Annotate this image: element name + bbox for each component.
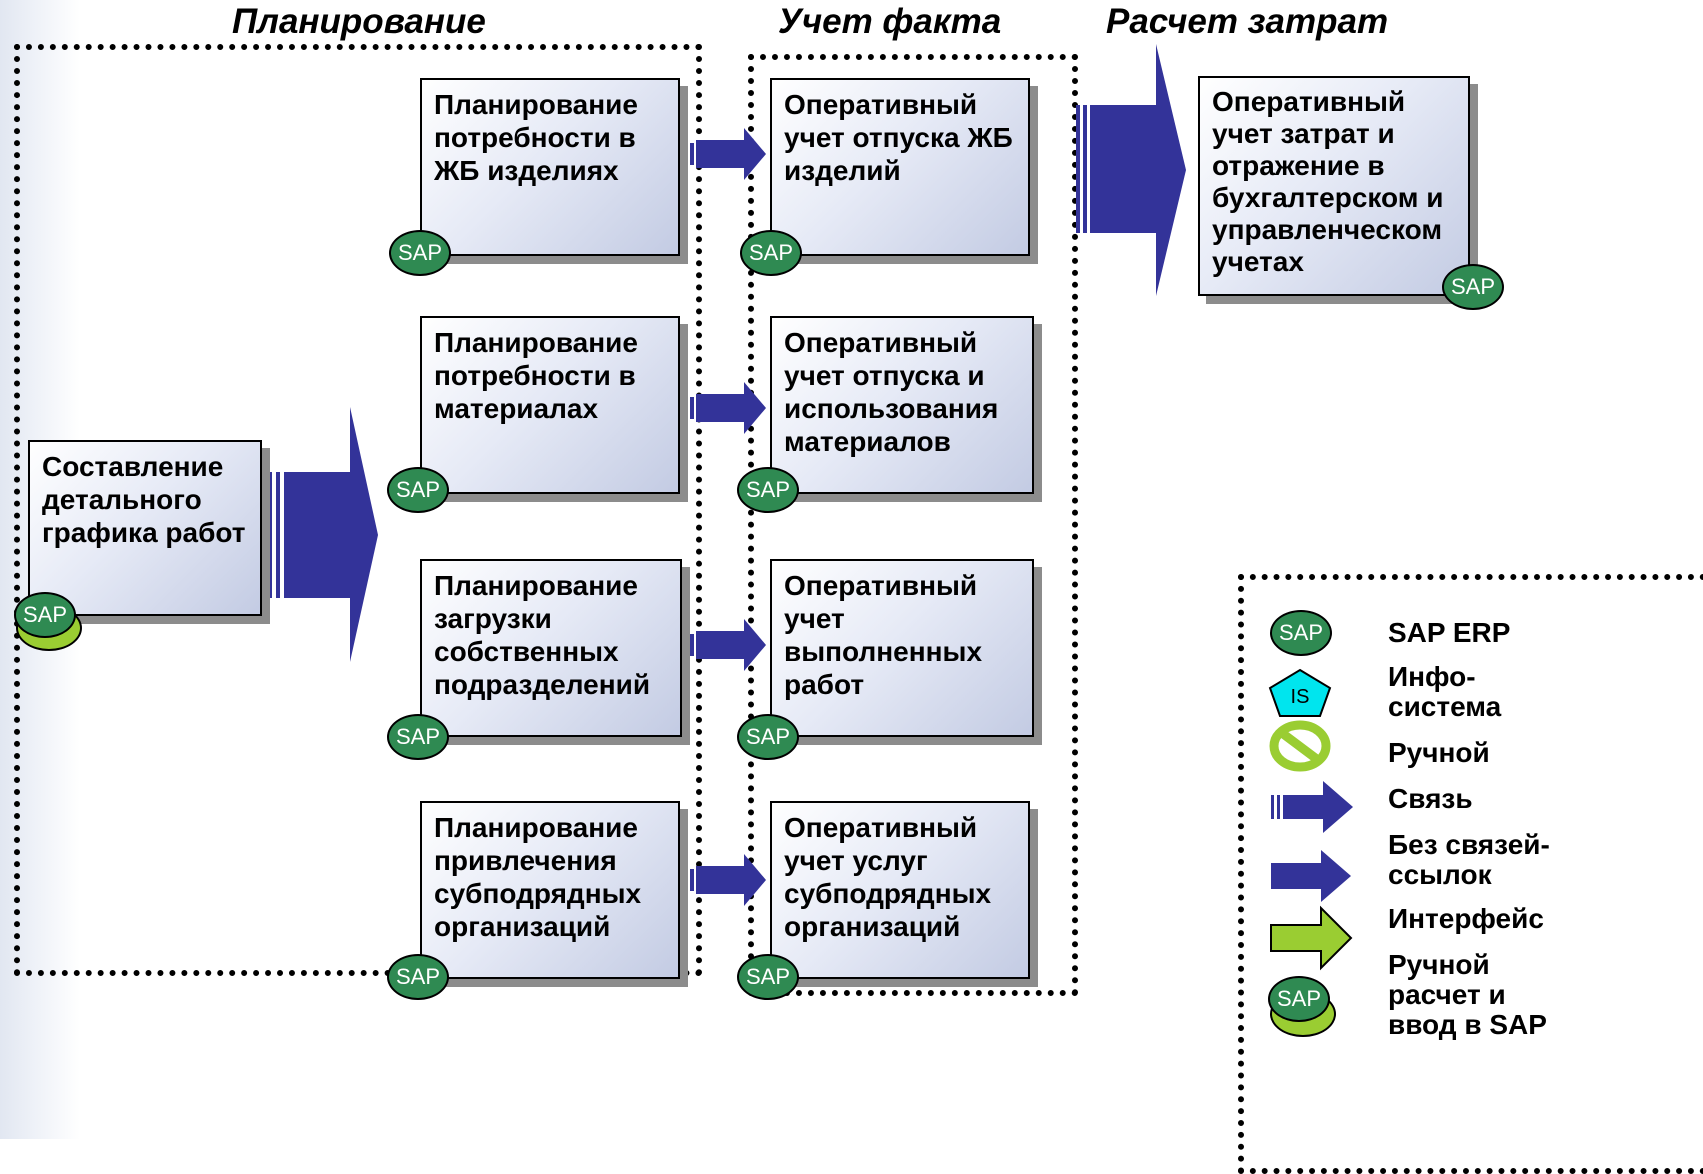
- planning-box-1-sap-badge: SAP: [389, 230, 451, 276]
- legend-label-manual: Ручной: [1388, 737, 1490, 768]
- cost-box[interactable]: Оперативный учет затрат и отражение в бу…: [1198, 76, 1470, 296]
- source-sap-badge: SAP: [14, 592, 76, 638]
- sap-ellipse-icon: SAP: [1270, 610, 1332, 656]
- actual-box-1-label: Оперативный учет отпуска ЖБ изделий: [784, 89, 1013, 186]
- actual-box-2-label: Оперативный учет отпуска и использования…: [784, 327, 999, 457]
- planning-box-3-label: Планирование загрузки собственных подраз…: [434, 570, 651, 700]
- planning-group-frame: [14, 44, 702, 976]
- pentagon-icon: IS: [1268, 668, 1332, 717]
- striped-arrow-icon: [1271, 781, 1353, 833]
- header-planning: Планирование: [232, 2, 486, 41]
- solid-arrow-icon: [1271, 850, 1351, 902]
- actual-box-1[interactable]: Оперативный учет отпуска ЖБ изделий: [770, 78, 1030, 256]
- big-link-arrow-cost: [1076, 44, 1186, 296]
- legend-label-info-system: Инфо- система: [1388, 661, 1502, 722]
- link-arrow-row-4: [684, 854, 766, 906]
- actual-group-frame: [748, 54, 1078, 996]
- pentagon-icon-text: IS: [1291, 686, 1310, 708]
- legend-label-manual-sap: Ручной расчет и ввод в SAP: [1388, 949, 1547, 1040]
- stacked-sap-icon: SAP: [1268, 976, 1330, 1022]
- header-actual: Учет факта: [778, 2, 1002, 41]
- prohibited-icon: [1269, 720, 1331, 772]
- actual-box-3-sap-badge: SAP: [737, 714, 799, 760]
- actual-box-4[interactable]: Оперативный учет услуг субподрядных орга…: [770, 801, 1030, 979]
- link-arrow-row-2: [684, 382, 766, 434]
- planning-box-3[interactable]: Планирование загрузки собственных подраз…: [420, 559, 682, 737]
- planning-box-4-label: Планирование привлечения субподрядных ор…: [434, 812, 642, 942]
- arrows-layer: IS: [268, 44, 1353, 971]
- legend-label-interface: Интерфейс: [1388, 903, 1544, 934]
- link-arrow-row-1: [684, 128, 766, 180]
- planning-box-2-label: Планирование потребности в материалах: [434, 327, 638, 424]
- actual-box-4-label: Оперативный учет услуг субподрядных орга…: [784, 812, 992, 942]
- green-arrow-icon: [1270, 905, 1353, 971]
- actual-box-3[interactable]: Оперативный учет выполненных работ: [770, 559, 1034, 737]
- header-cost: Расчет затрат: [1106, 2, 1389, 41]
- planning-box-1[interactable]: Планирование потребности в ЖБ изделиях: [420, 78, 680, 256]
- actual-box-3-label: Оперативный учет выполненных работ: [784, 570, 983, 700]
- legend-label-sap-erp: SAP ERP: [1388, 617, 1511, 648]
- source-box-label: Составление детального графика работ: [42, 451, 246, 548]
- planning-box-2-sap-badge: SAP: [387, 467, 449, 513]
- actual-box-4-sap-badge: SAP: [737, 954, 799, 1000]
- actual-box-2[interactable]: Оперативный учет отпуска и использования…: [770, 316, 1034, 494]
- source-box[interactable]: Составление детального графика работ: [28, 440, 262, 616]
- big-link-arrow-planning: [268, 407, 378, 662]
- cost-box-sap-badge: SAP: [1442, 264, 1504, 310]
- legend-label-link: Связь: [1388, 783, 1473, 814]
- planning-box-1-label: Планирование потребности в ЖБ изделиях: [434, 89, 638, 186]
- planning-box-4-sap-badge: SAP: [387, 954, 449, 1000]
- link-arrow-row-3: [684, 619, 766, 671]
- actual-box-2-sap-badge: SAP: [737, 467, 799, 513]
- planning-box-4[interactable]: Планирование привлечения субподрядных ор…: [420, 801, 680, 979]
- actual-box-1-sap-badge: SAP: [740, 230, 802, 276]
- cost-box-label: Оперативный учет затрат и отражение в бу…: [1212, 86, 1444, 277]
- legend-label-no-links: Без связей- ссылок: [1388, 829, 1550, 890]
- planning-box-3-sap-badge: SAP: [387, 714, 449, 760]
- planning-box-2[interactable]: Планирование потребности в материалах: [420, 316, 680, 494]
